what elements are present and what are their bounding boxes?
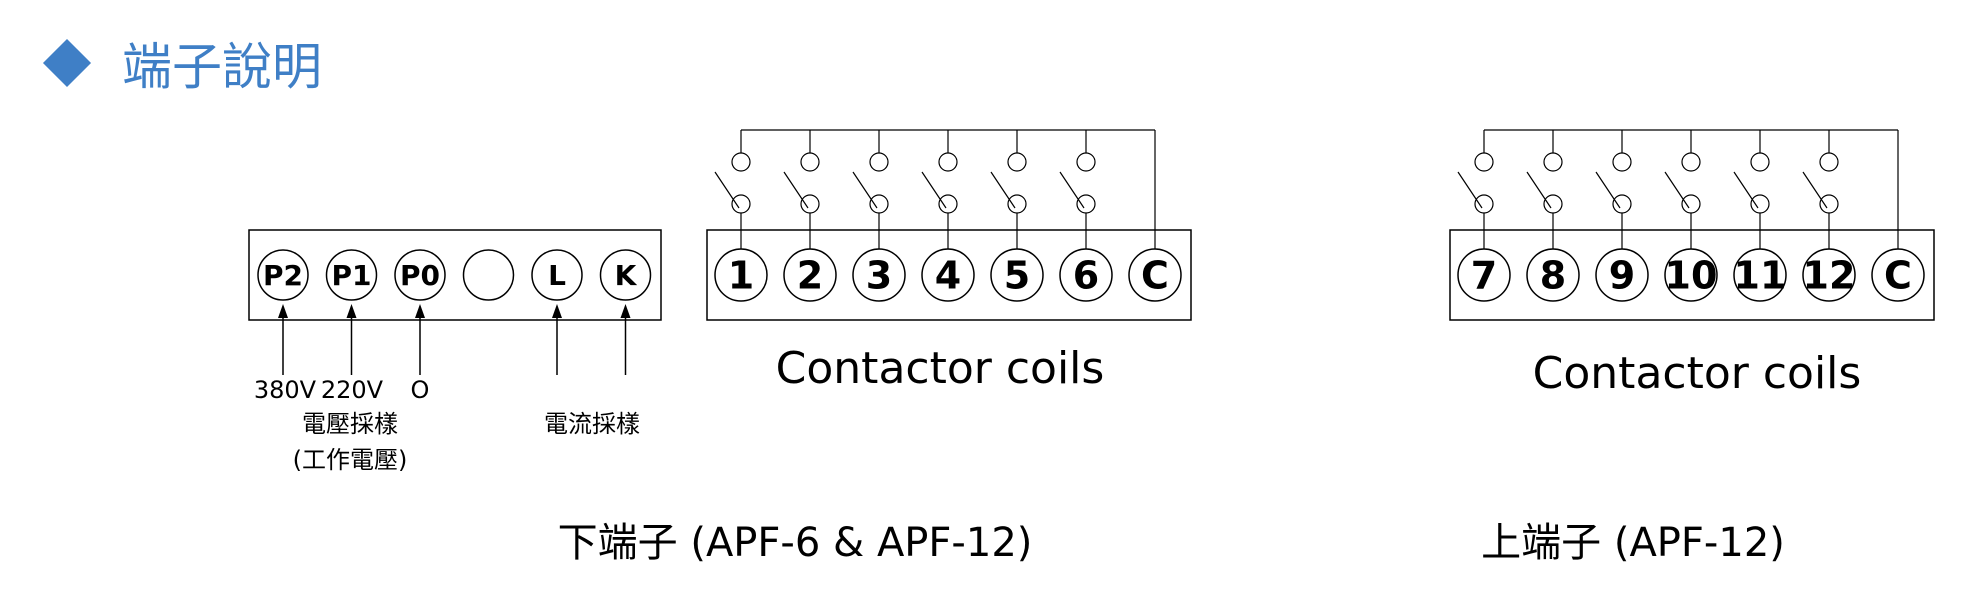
sampling-terminal-label: P0	[400, 259, 440, 292]
lower-contactor-terminal-circle	[1059, 248, 1113, 302]
arrow-head-icon	[415, 304, 425, 318]
sampling-block-frame	[248, 229, 662, 321]
switch-contact-bottom	[1681, 194, 1701, 214]
lower-contactor-terminal-circle	[921, 248, 975, 302]
current-sampling-caption: 電流採樣	[544, 410, 640, 438]
switch-blade	[1059, 171, 1085, 209]
switch-blade	[1733, 171, 1759, 209]
switch-contact-top	[1474, 152, 1494, 172]
sampling-terminal-block: P2 P1 P0 L K 380V 220V O 電壓採樣 (工作電壓) 電流採樣	[248, 229, 662, 474]
switch-contact-top	[1076, 152, 1096, 172]
switch-contact-top	[1543, 152, 1563, 172]
switch-contact-bottom	[1076, 194, 1096, 214]
switch-contact-top	[869, 152, 889, 172]
switch-contact-bottom	[800, 194, 820, 214]
lower-terminal-caption: 下端子 (APF-6 & APF-12)	[558, 520, 1033, 566]
switch-contact-bottom	[1612, 194, 1632, 214]
sampling-terminal-label: L	[548, 259, 566, 292]
upper-contactor-terminal-label: 9	[1609, 254, 1635, 298]
upper-contactor-terminal-circle	[1595, 248, 1649, 302]
upper-contactor-frame	[1449, 229, 1935, 321]
lower-contactor-terminal-label: 5	[1004, 254, 1030, 298]
switch-contact-top	[731, 152, 751, 172]
label-380v: 380V	[254, 376, 317, 404]
lower-contactor-terminal-label: 1	[728, 254, 754, 298]
switch-blade	[1664, 171, 1690, 209]
upper-contactor-terminal-circle	[1457, 248, 1511, 302]
switch-contact-top	[1750, 152, 1770, 172]
switch-blade	[1457, 171, 1483, 209]
switch-contact-bottom	[869, 194, 889, 214]
switch-blade	[714, 171, 740, 209]
switch-contact-bottom	[1819, 194, 1839, 214]
upper-contactor-terminal-label: 11	[1734, 254, 1787, 298]
upper-contactor-terminal-label: 10	[1665, 254, 1718, 298]
lower-contactor-terminal-circle	[714, 248, 768, 302]
upper-terminal-caption: 上端子 (APF-12)	[1481, 520, 1785, 566]
upper-contactor-terminal-label: 8	[1540, 254, 1566, 298]
lower-contactor-terminal-circle	[783, 248, 837, 302]
lower-contactor-terminal-label: 2	[797, 254, 823, 298]
switch-blade	[990, 171, 1016, 209]
switch-contact-bottom	[1474, 194, 1494, 214]
lower-contactor-terminal-label: 4	[935, 254, 961, 298]
sampling-terminal-label: P2	[263, 259, 303, 292]
upper-contactor-terminal-circle	[1526, 248, 1580, 302]
upper-contactor-terminal-circle	[1664, 248, 1718, 302]
lower-contactor-frame	[706, 229, 1192, 321]
upper-contactor-terminal-circle	[1733, 248, 1787, 302]
switch-blade	[783, 171, 809, 209]
sampling-terminal-circle	[531, 249, 583, 301]
switch-contact-top	[1819, 152, 1839, 172]
label-zero: O	[411, 376, 430, 404]
switch-blade	[921, 171, 947, 209]
section-title: 端子說明	[42, 28, 322, 98]
sampling-terminal-circle	[257, 249, 309, 301]
arrow-head-icon	[552, 304, 562, 318]
arrow-head-icon	[278, 304, 288, 318]
switch-blade	[1595, 171, 1621, 209]
voltage-sampling-caption: 電壓採樣	[302, 410, 398, 438]
switch-blade	[1802, 171, 1828, 209]
sampling-terminal-circle	[325, 249, 378, 301]
switch-blade	[852, 171, 878, 209]
upper-contactor-terminal-circle	[1802, 248, 1856, 302]
upper-contactor-terminal-label: 7	[1471, 254, 1497, 298]
sampling-terminal-label: P1	[331, 259, 371, 292]
switch-blade	[1526, 171, 1552, 209]
lower-contactor-caption: Contactor coils	[776, 343, 1105, 394]
switch-contact-bottom	[938, 194, 958, 214]
switch-contact-bottom	[731, 194, 751, 214]
lower-contactor-terminal-circle	[990, 248, 1044, 302]
switch-contact-bottom	[1750, 194, 1770, 214]
sampling-terminal-circle	[462, 249, 515, 301]
switch-contact-bottom	[1007, 194, 1027, 214]
switch-contact-top	[938, 152, 958, 172]
title-text: 端子說明	[122, 38, 322, 96]
upper-contactor-terminal-label: 12	[1803, 254, 1856, 298]
switch-contact-top	[1612, 152, 1632, 172]
upper-contactor-terminal-label: C	[1884, 254, 1912, 298]
lower-contactor-terminal-circle	[1128, 248, 1182, 302]
lower-contactor-terminal-circle	[852, 248, 906, 302]
lower-contactor-terminal-label: 3	[866, 254, 892, 298]
working-voltage-caption: (工作電壓)	[293, 446, 408, 474]
label-220v: 220V	[321, 376, 384, 404]
upper-contactor-terminal-circle	[1871, 248, 1925, 302]
lower-contactor-terminal-label: 6	[1073, 254, 1099, 298]
switch-contact-top	[800, 152, 820, 172]
sampling-terminal-circle	[394, 249, 446, 301]
switch-contact-bottom	[1543, 194, 1563, 214]
arrow-head-icon	[620, 304, 631, 318]
sampling-terminal-circle	[599, 249, 652, 301]
upper-contactor-caption: Contactor coils	[1533, 348, 1862, 399]
switch-contact-top	[1007, 152, 1027, 172]
sampling-terminal-label: K	[615, 259, 638, 292]
lower-contactor-terminal-label: C	[1141, 254, 1169, 298]
arrow-head-icon	[346, 304, 357, 318]
switch-contact-top	[1681, 152, 1701, 172]
